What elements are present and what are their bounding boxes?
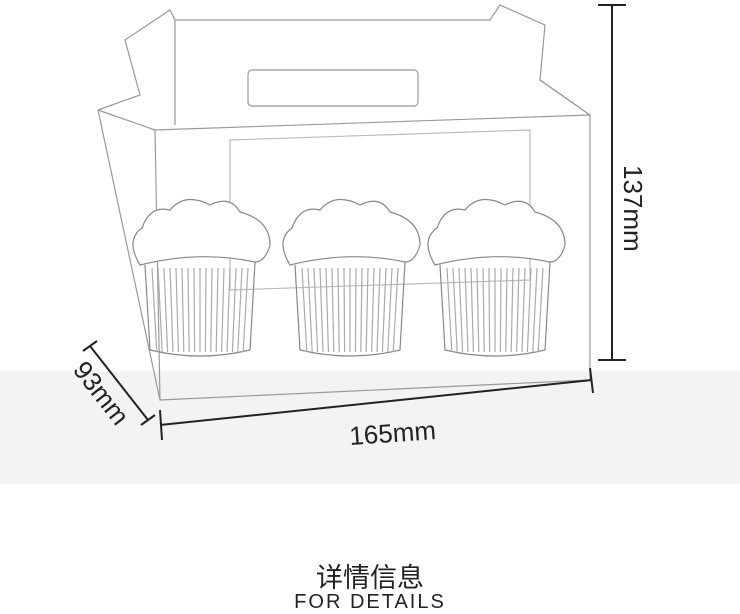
cupcake-illustration [427,199,566,357]
dimension-lines [82,4,626,441]
section-title: 详情信息 [316,563,424,594]
cupcake-illustration [282,199,421,357]
depth-label: 93mm [67,355,135,430]
section-subtitle: FOR DETAILS [294,591,446,613]
product-dimension-diagram: 137mm 165mm 93mm [0,0,740,484]
cupcake-illustration [132,199,271,357]
cupcakes [132,199,566,357]
height-label: 137mm [618,165,648,252]
width-label: 165mm [348,415,437,451]
